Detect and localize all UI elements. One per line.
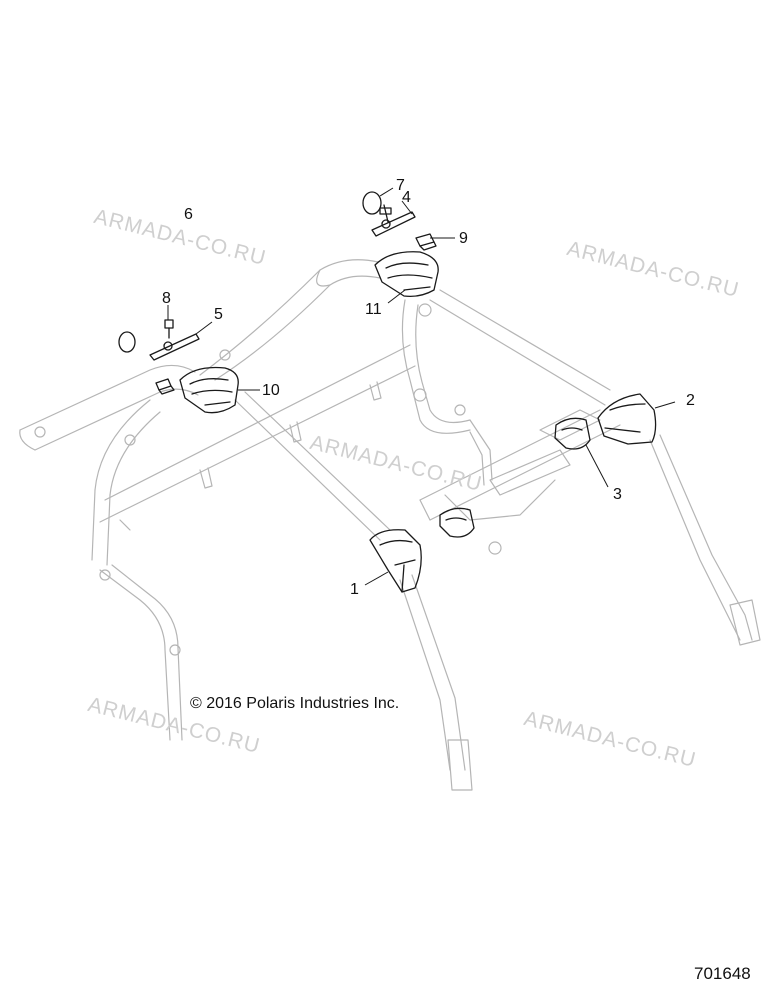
part-oring-left: [118, 331, 136, 353]
callout-6: 6: [184, 206, 193, 223]
part-5-bracket: [149, 333, 200, 361]
leader-1: [364, 571, 389, 586]
part-1-corner-cover: [369, 529, 422, 593]
callout-5: 5: [214, 306, 223, 323]
part-2-corner-cover: [597, 393, 657, 445]
callout-11: 11: [365, 301, 382, 318]
drawing-number: 701648: [694, 964, 751, 983]
leader-lines: [167, 187, 676, 586]
callout-4: 4: [402, 189, 411, 206]
roll-cage-frame: [19, 259, 761, 791]
part-10-corner-cover: [179, 366, 239, 414]
leader-11: [387, 289, 406, 304]
leader-3: [585, 444, 609, 488]
copyright-notice: © 2016 Polaris Industries Inc.: [190, 695, 400, 712]
part-9-clip-left: [155, 378, 175, 395]
callout-9: 9: [459, 230, 468, 247]
highlighted-parts: [118, 191, 657, 593]
callout-2: 2: [686, 392, 695, 409]
callout-7: 7: [396, 177, 405, 194]
leader-7: [379, 187, 394, 197]
part-8-bolt: [164, 319, 174, 339]
callout-10: 10: [262, 382, 280, 399]
part-7-oring: [362, 191, 382, 215]
callout-8: 8: [162, 290, 171, 307]
part-3-clamp-cover: [439, 417, 591, 538]
leader-2: [654, 401, 676, 409]
part-9-clip: [415, 233, 437, 251]
leader-5: [195, 321, 213, 335]
leader-4: [401, 200, 413, 215]
callout-3: 3: [613, 486, 622, 503]
part-11-corner-cover: [374, 251, 439, 298]
callout-1: 1: [350, 581, 359, 598]
part-4-bracket: [371, 204, 416, 237]
